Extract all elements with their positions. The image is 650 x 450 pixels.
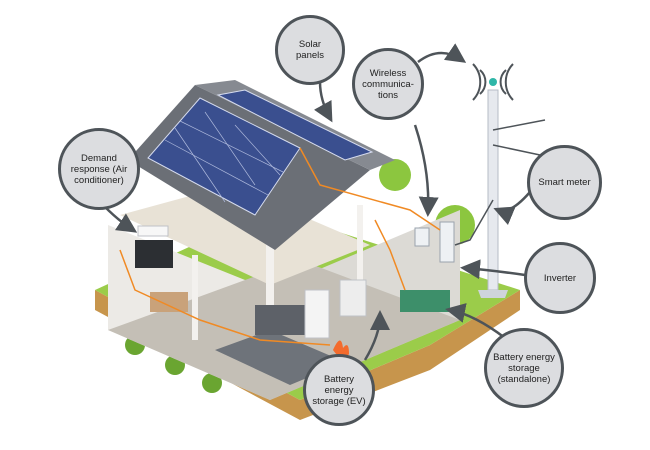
callout-solar-panels: Solar panels	[275, 15, 345, 85]
callout-label: Battery energy storage (standalone)	[493, 351, 555, 385]
tv	[135, 240, 173, 268]
callout-label: Demand response (Air conditioner)	[70, 152, 128, 186]
wire	[374, 219, 406, 291]
power-line	[492, 144, 541, 156]
wire	[119, 249, 331, 346]
signal-wave	[479, 69, 487, 95]
callout-smart-meter: Smart meter	[527, 145, 602, 220]
pole-base	[478, 290, 508, 298]
arrow-smart-meter	[493, 191, 531, 225]
callout-battery-standalone: Battery energy storage (standalone)	[484, 328, 564, 408]
smart-meter-unit	[414, 227, 430, 247]
callout-inverter: Inverter	[524, 242, 596, 314]
callout-wireless-communications: Wireless communica-tions	[352, 48, 424, 120]
callout-label: Inverter	[543, 272, 577, 284]
tree	[379, 159, 411, 191]
battery-standalone-unit	[400, 290, 450, 312]
arrow-solar-panels	[313, 81, 333, 123]
antenna-tip	[489, 78, 497, 86]
fridge	[304, 289, 330, 339]
bush	[202, 373, 222, 393]
power-line	[492, 119, 546, 131]
washer	[339, 279, 367, 317]
callout-battery-ev: Battery energy storage (EV)	[303, 354, 375, 426]
arrow-wireless-to-meter	[413, 124, 439, 217]
signal-wave	[499, 69, 507, 95]
sofa	[150, 292, 188, 312]
callout-label: Smart meter	[538, 177, 591, 188]
signal-wave	[472, 63, 482, 101]
solar-panel-array	[216, 89, 374, 161]
callout-label: Solar panels	[296, 39, 324, 61]
fire-flame	[333, 340, 349, 359]
callout-label: Battery energy storage (EV)	[312, 373, 366, 407]
callout-label: Wireless communica-tions	[362, 67, 414, 101]
kitchen-counter	[255, 305, 305, 335]
wire	[299, 147, 441, 231]
air-conditioner-unit	[137, 225, 169, 237]
arrow-battery-ev	[363, 310, 390, 361]
inverter-unit	[439, 221, 455, 263]
arrow-wireless-to-tower	[417, 43, 467, 63]
upper-floor	[120, 185, 370, 285]
signal-wave	[504, 63, 514, 101]
arrow-inverter	[460, 259, 526, 280]
utility-pole	[487, 89, 499, 291]
power-line	[454, 199, 494, 246]
callout-demand-response: Demand response (Air conditioner)	[58, 128, 140, 210]
